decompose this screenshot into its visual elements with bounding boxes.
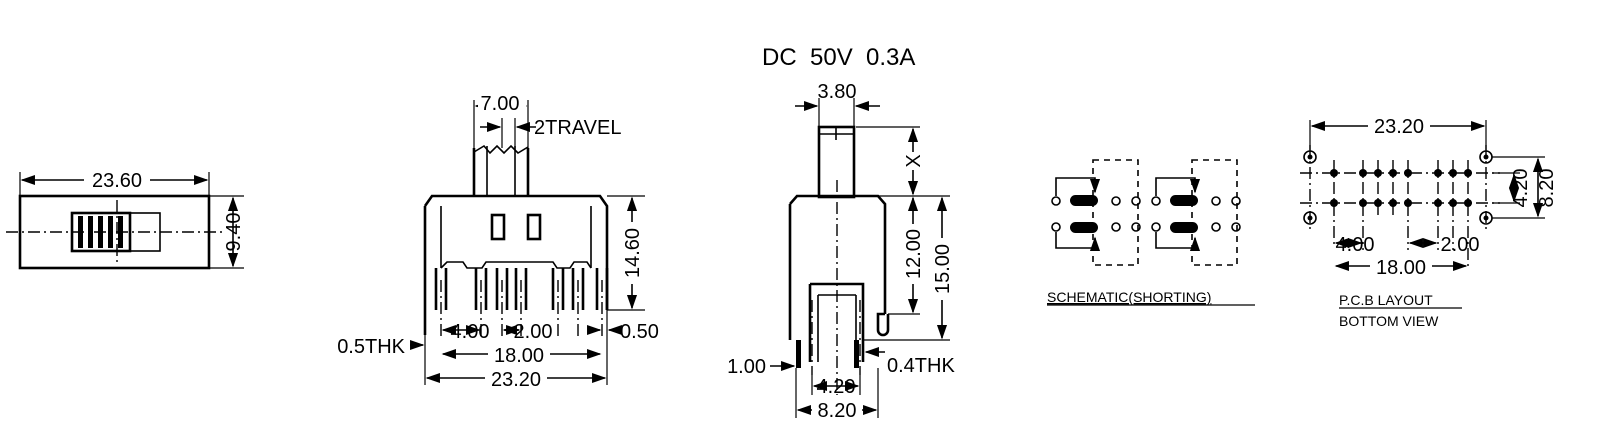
side-depth-label: 8.20 (818, 400, 857, 422)
side-row-spacing-label: 4.20 (817, 376, 856, 398)
front-thickness-label: 0.5THK (337, 336, 405, 358)
front-view: 7.00 2TRAVEL (337, 93, 659, 391)
pcb-pitch-outer-label: 4.00 (1336, 234, 1375, 256)
front-height-label: 14.60 (622, 228, 644, 278)
side-view: 3.80 X 12.00 15.00 1.00 0.4THK 4.20 (727, 81, 955, 422)
schematic-pole-1-frame (1092, 159, 1139, 266)
pcb-layout: 23.20 4.20 8.20 4.00 2.00 18.00 P.C.B LA… (1300, 116, 1558, 329)
front-window-left (490, 213, 506, 241)
schematic-pole-1-pads (1051, 195, 1141, 233)
pcb-mount-holes (1303, 150, 1493, 225)
front-window-right (526, 213, 542, 241)
front-travel-label: 2TRAVEL (534, 117, 621, 139)
pcb-pitch-inner-label: 2.00 (1441, 234, 1480, 256)
side-body-height-label: 12.00 (903, 229, 925, 279)
schematic-pole-2-frame (1191, 159, 1238, 266)
side-overall-height-label: 15.00 (932, 244, 954, 294)
pcb-title-line2: BOTTOM VIEW (1339, 313, 1439, 329)
side-pin-thickness-label: 0.4THK (887, 355, 955, 377)
front-body (423, 194, 609, 310)
front-pitch-inner-label: 2.00 (514, 321, 553, 343)
top-view: 23.60 9.40 (6, 168, 245, 270)
front-width-label: 23.20 (491, 369, 541, 391)
pcb-span-label: 18.00 (1376, 257, 1426, 279)
front-pitch-outer-label: 4.00 (451, 321, 490, 343)
front-actuator-label: 7.00 (481, 93, 520, 115)
front-actuator (472, 148, 530, 195)
pcb-row-spacing-label: 4.20 (1510, 169, 1532, 208)
schematic: SCHEMATIC(SHORTING) (1047, 159, 1255, 306)
top-view-body (18, 194, 211, 270)
pcb-width-label: 23.20 (1374, 116, 1424, 138)
rating-label: DC 50V 0.3A (762, 44, 915, 71)
schematic-title: SCHEMATIC(SHORTING) (1047, 289, 1211, 305)
side-x-label: X (903, 154, 925, 167)
top-view-height-label: 9.40 (223, 213, 245, 252)
front-span-label: 18.00 (494, 345, 544, 367)
front-offset-label: 0.50 (620, 321, 659, 343)
side-pin-width-label: 1.00 (727, 356, 766, 378)
pcb-title-line1: P.C.B LAYOUT (1339, 292, 1433, 308)
pcb-depth-label: 8.20 (1536, 169, 1558, 208)
side-actuator-label: 3.80 (818, 81, 857, 103)
pcb-pin-holes (1330, 169, 1472, 207)
schematic-pole-2-pads (1151, 195, 1241, 233)
top-view-width-label: 23.60 (92, 170, 142, 192)
